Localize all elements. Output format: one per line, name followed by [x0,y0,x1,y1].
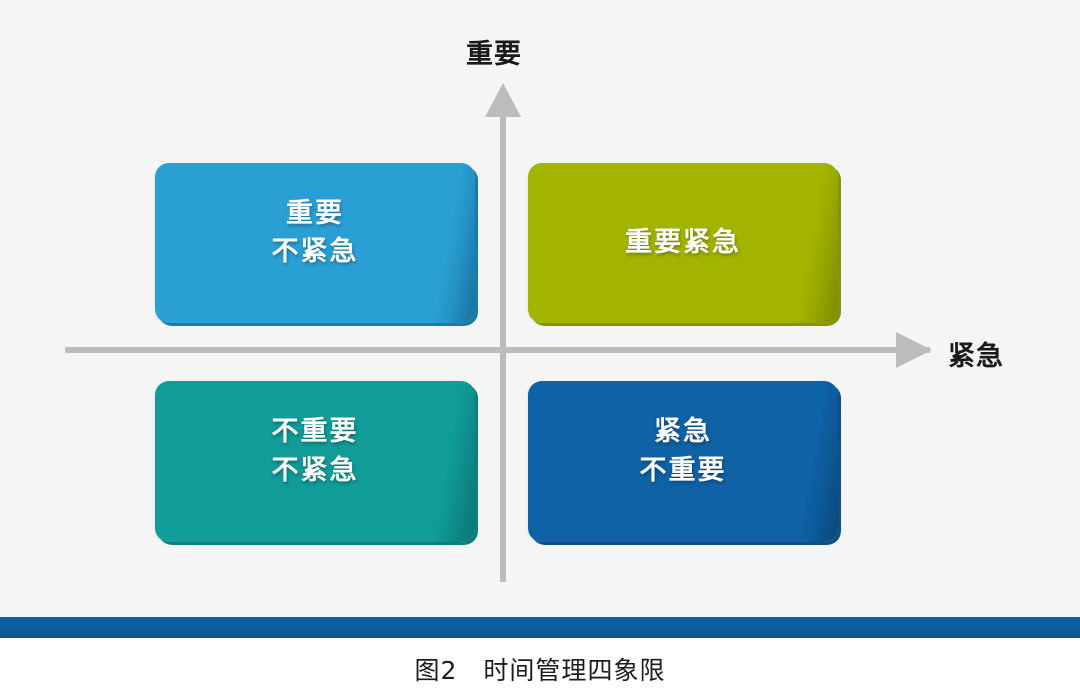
horizontal-axis-arrow-icon [896,332,932,368]
quadrant-label-stack: 不重要 不紧急 [272,413,359,490]
vertical-axis-line [500,105,506,582]
horizontal-axis-label: 紧急 [948,341,1004,372]
quadrant-label-line-1: 紧急 [654,416,712,448]
quadrant-urgent-not-important[interactable]: 紧急 不重要 [528,381,838,542]
quadrant-label-line-2: 不紧急 [271,236,359,267]
caption-area: 图2 时间管理四象限 [0,638,1080,699]
quadrant-not-important-not-urgent[interactable]: 不重要 不紧急 [155,381,475,542]
quadrant-label-line-2: 不紧急 [271,454,359,486]
diagram-canvas: 重要 紧急 重要 不紧急 重要紧急 不重要 不紧急 紧急 不重 [65,39,1004,582]
vertical-axis-label: 重要 [466,39,522,70]
quadrant-label-stack: 重要 不紧急 [272,195,359,272]
figure-caption: 图2 时间管理四象限 [414,655,666,685]
quadrant-label-line-1: 不重要 [271,416,359,448]
separator-bar [0,617,1080,638]
quadrant-label-stack: 重要紧急 [625,224,741,262]
quadrant-important-not-urgent[interactable]: 重要 不紧急 [155,163,475,323]
quadrant-label-line-2: 不重要 [639,454,727,486]
quadrant-label-line-1: 重要 [286,197,344,229]
horizontal-axis-line [65,347,930,353]
quadrant-important-urgent[interactable]: 重要紧急 [528,163,838,323]
quadrant-label-line-1: 重要紧急 [625,226,741,258]
quadrant-label-stack: 紧急 不重要 [640,413,727,490]
vertical-axis-arrow-icon [485,83,521,117]
